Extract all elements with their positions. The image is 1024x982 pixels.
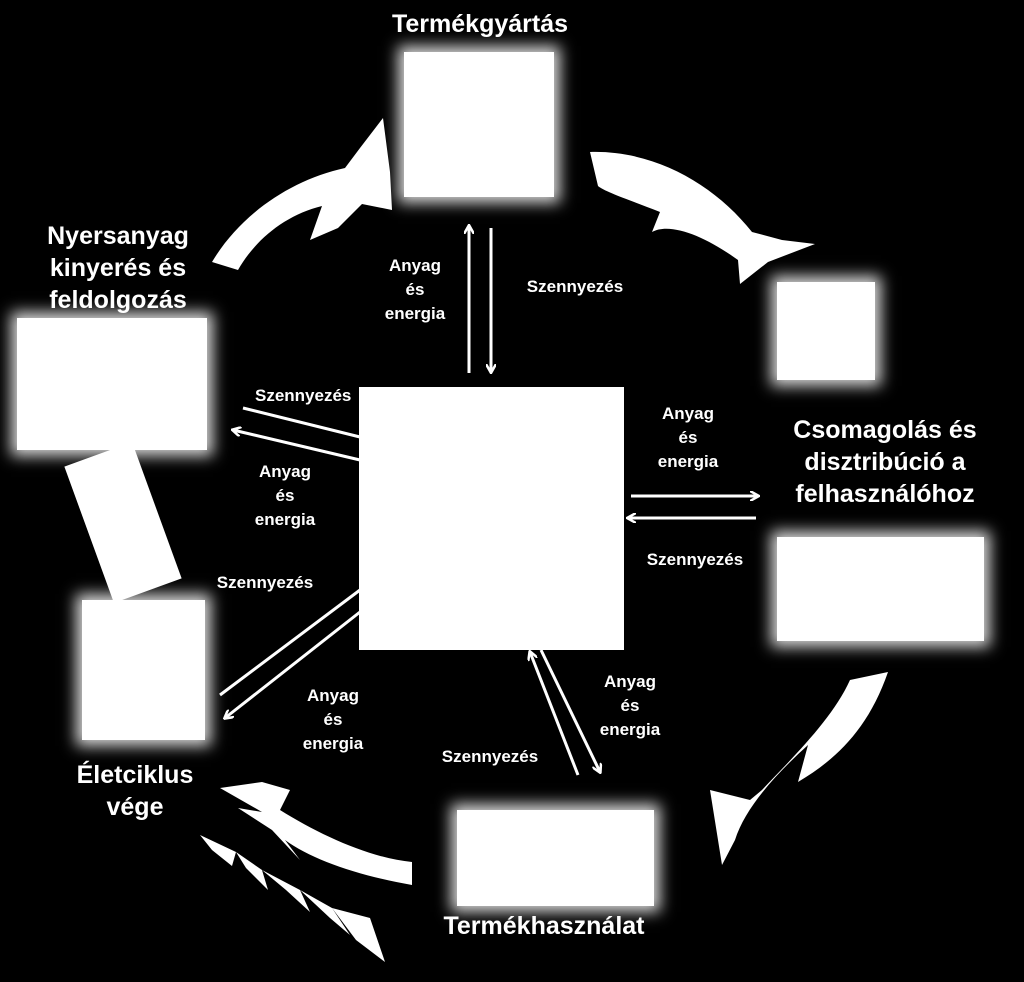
cycle-arrow-feathers bbox=[200, 835, 385, 962]
end-of-life-box bbox=[82, 600, 205, 740]
stage-label-packaging: Csomagolás és disztribúció a felhasználó… bbox=[793, 416, 977, 508]
arrow-end-out bbox=[219, 588, 361, 697]
arrow-raw-in bbox=[233, 430, 361, 462]
stage-label-raw-material: Nyersanyag kinyerés és feldolgozás bbox=[47, 222, 189, 314]
flow-label-packaging-out: Szennyezés bbox=[646, 550, 744, 569]
arrow-use-in bbox=[539, 649, 600, 772]
packaging-box bbox=[777, 537, 984, 641]
raw-material-box bbox=[17, 318, 207, 450]
flow-label-production-out: Szennyezés bbox=[526, 277, 624, 296]
cycle-arrow-packaging-to-use bbox=[710, 672, 888, 865]
packaging-top-box bbox=[777, 282, 875, 380]
flow-label-use-in: Anyag és energia bbox=[599, 672, 661, 739]
flow-label-raw-in: Anyag és energia bbox=[254, 462, 316, 529]
flow-label-production-in: Anyag és energia bbox=[384, 256, 446, 323]
arrow-raw-out bbox=[242, 406, 361, 439]
arrow-use-out bbox=[530, 652, 580, 776]
flow-label-end-in: Anyag és energia bbox=[302, 686, 364, 753]
production-box bbox=[404, 52, 554, 197]
cycle-arrow-production-to-packaging bbox=[590, 151, 815, 284]
stage-label-production: Termékgyártás bbox=[391, 10, 569, 38]
stage-label-end-of-life: Életciklus vége bbox=[76, 761, 194, 821]
flow-label-use-out: Szennyezés bbox=[441, 747, 539, 766]
cycle-arrow-raw-to-production bbox=[212, 118, 392, 270]
flow-label-end-out: Szennyezés bbox=[216, 573, 314, 592]
use-box bbox=[457, 810, 654, 906]
flow-label-raw-out: Szennyezés bbox=[255, 386, 352, 405]
arrow-end-in bbox=[225, 610, 361, 718]
flow-label-packaging-in: Anyag és energia bbox=[657, 404, 719, 471]
cycle-arrow-use-to-end bbox=[220, 782, 412, 885]
center-box bbox=[359, 387, 624, 650]
stage-label-use: Termékhasználat bbox=[443, 912, 645, 940]
